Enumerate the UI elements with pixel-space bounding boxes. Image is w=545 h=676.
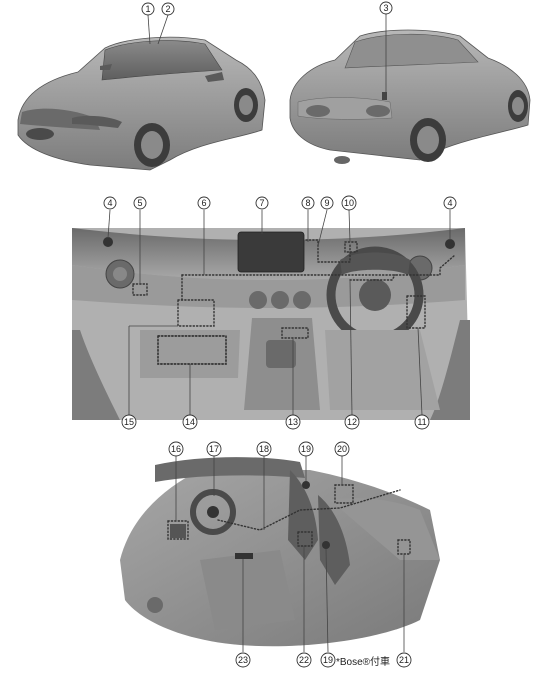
- callout-5: 5: [133, 196, 147, 210]
- svg-text:12: 12: [347, 417, 357, 427]
- callout-14: 14: [182, 414, 198, 430]
- callout-23: 23: [235, 652, 251, 668]
- callout-16: 16: [168, 441, 184, 457]
- callout-11: 11: [414, 414, 430, 430]
- callout-13: 13: [285, 414, 301, 430]
- callout-10: 10: [341, 195, 357, 211]
- bose-equipped-footnote: *Bose®付車: [336, 657, 391, 668]
- dashboard-illustration: [72, 228, 470, 420]
- callout-15: 15: [121, 414, 137, 430]
- svg-text:5: 5: [137, 198, 142, 208]
- svg-text:18: 18: [259, 444, 269, 454]
- callout-4-right: 4: [443, 196, 457, 210]
- svg-text:3: 3: [383, 3, 388, 13]
- callout-19-bottom: 19: [320, 652, 336, 668]
- svg-text:21: 21: [399, 655, 409, 665]
- front-car-illustration: [17, 36, 266, 171]
- callout-3: 3: [379, 1, 393, 15]
- callout-markers: 1 2 3 4 5 6 7 8 9 10 4 11 12 13 14 15 16…: [103, 1, 457, 668]
- callout-1: 1: [141, 2, 155, 16]
- svg-text:16: 16: [171, 444, 181, 454]
- svg-text:15: 15: [124, 417, 134, 427]
- svg-text:14: 14: [185, 417, 195, 427]
- callout-18: 18: [256, 441, 272, 457]
- leader-lines: [107, 14, 451, 653]
- callout-4-left: 4: [103, 196, 117, 210]
- svg-text:10: 10: [344, 198, 354, 208]
- svg-text:7: 7: [259, 198, 264, 208]
- svg-text:19: 19: [301, 444, 311, 454]
- svg-text:9: 9: [324, 198, 329, 208]
- rear-car-illustration: [289, 29, 531, 164]
- svg-text:23: 23: [238, 655, 248, 665]
- cabin-illustration: [120, 457, 440, 647]
- callout-9: 9: [320, 196, 334, 210]
- callout-7: 7: [255, 196, 269, 210]
- callout-6: 6: [197, 196, 211, 210]
- svg-text:6: 6: [201, 198, 206, 208]
- svg-text:8: 8: [305, 198, 310, 208]
- callout-17: 17: [206, 441, 222, 457]
- svg-text:1: 1: [145, 4, 150, 14]
- svg-text:20: 20: [337, 444, 347, 454]
- svg-text:11: 11: [417, 417, 426, 427]
- svg-text:17: 17: [209, 444, 219, 454]
- callout-12: 12: [344, 414, 360, 430]
- callout-19-top: 19: [298, 441, 314, 457]
- svg-text:2: 2: [165, 4, 170, 14]
- callout-22: 22: [296, 652, 312, 668]
- svg-text:13: 13: [288, 417, 298, 427]
- callout-21: 21: [396, 652, 412, 668]
- svg-text:19: 19: [323, 655, 333, 665]
- svg-text:4: 4: [447, 198, 452, 208]
- svg-text:22: 22: [299, 655, 309, 665]
- svg-text:4: 4: [107, 198, 112, 208]
- callout-20: 20: [334, 441, 350, 457]
- callout-2: 2: [161, 2, 175, 16]
- callout-8: 8: [301, 196, 315, 210]
